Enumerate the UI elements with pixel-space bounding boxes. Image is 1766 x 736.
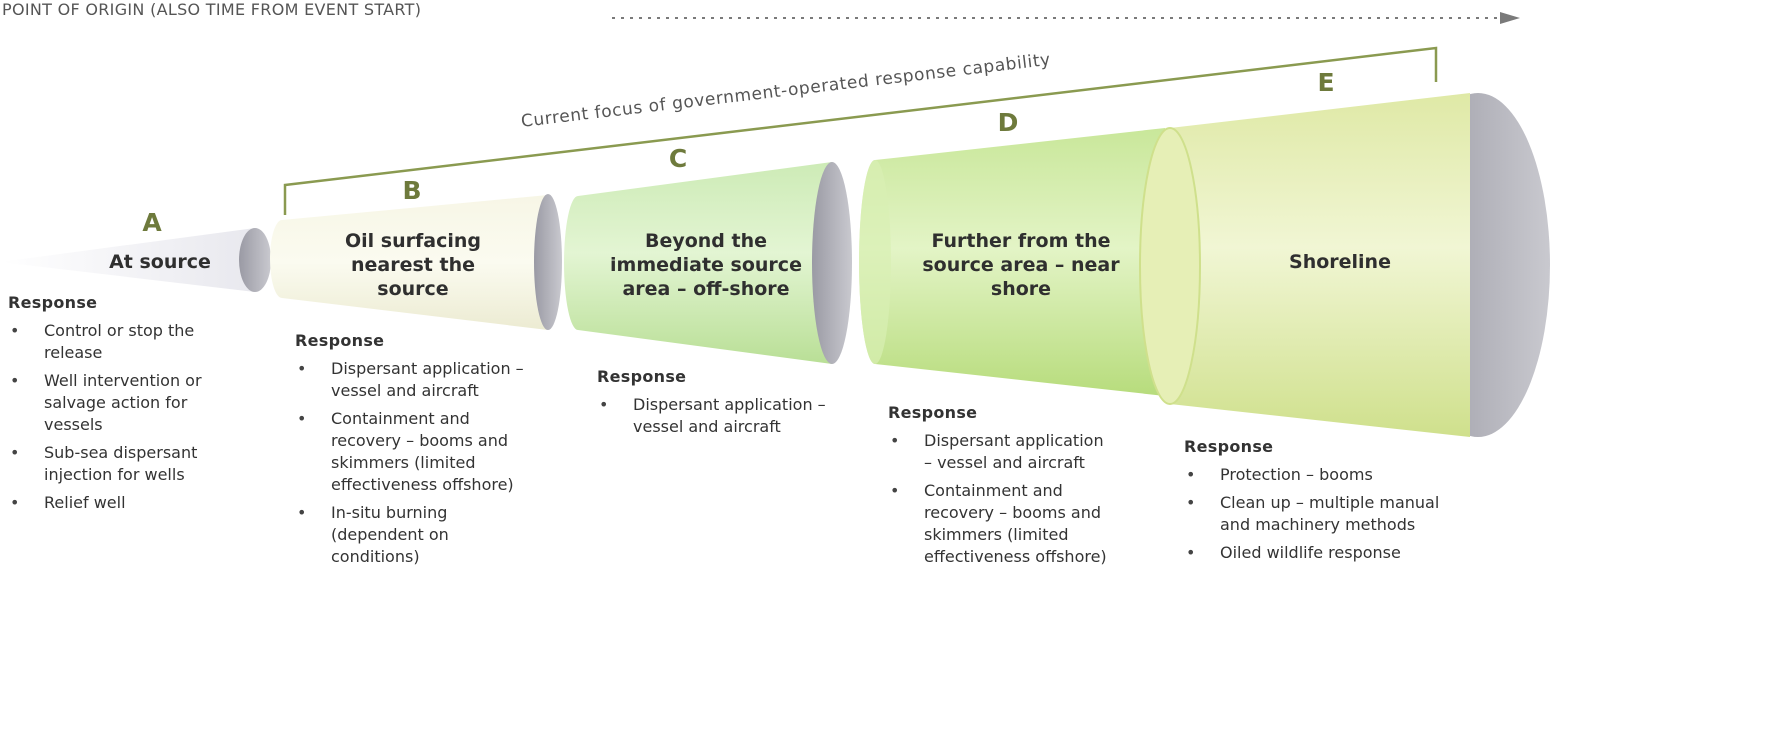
stage-e-left-rim	[1139, 127, 1201, 405]
response-item: Well intervention or salvage action for …	[8, 370, 246, 436]
stage-d-letter: D	[997, 108, 1019, 137]
stage-c-letter: C	[668, 144, 688, 173]
stage-c-cone	[564, 162, 832, 364]
origin-arrowhead	[1500, 12, 1520, 24]
stage-a-title: At source	[109, 251, 211, 273]
response-item: Protection – booms	[1184, 464, 1454, 486]
response-item: Dispersant application – vessel and airc…	[888, 430, 1108, 474]
stage-b-cone	[270, 195, 548, 330]
response-item: Dispersant application – vessel and airc…	[295, 358, 540, 402]
response-heading: Response	[295, 331, 385, 350]
response-heading: Response	[888, 403, 978, 422]
stage-d-title: Further from the source area – near shor…	[922, 230, 1120, 300]
response-heading: Response	[1184, 437, 1274, 456]
stage-c-title: Beyond the immediate source area – off-s…	[610, 230, 802, 300]
stage-e-cone	[1140, 93, 1470, 437]
response-item: Sub-sea dispersant injection for wells	[8, 442, 246, 486]
response-item: Containment and recovery – booms and ski…	[295, 408, 540, 496]
response-item: Control or stop the release	[8, 320, 246, 364]
stage-a-response: Response Control or stop the release Wel…	[8, 292, 246, 520]
stage-b-title: Oil surfacing nearest the source	[345, 230, 481, 300]
stage-d-cone	[859, 128, 1165, 396]
stage-d-response: Response Dispersant application – vessel…	[888, 402, 1108, 574]
stage-e-title: Shoreline	[1289, 251, 1391, 273]
response-item: Clean up – multiple manual and machinery…	[1184, 492, 1454, 536]
stage-a-cap	[239, 228, 271, 292]
stage-b-letter: B	[402, 176, 422, 205]
stage-a-cone	[0, 228, 255, 292]
stage-b-cap	[534, 194, 562, 330]
stage-a-letter: A	[142, 208, 162, 237]
response-heading: Response	[8, 293, 98, 312]
stage-c-response: Response Dispersant application – vessel…	[597, 366, 857, 444]
focus-bracket	[283, 46, 1438, 215]
response-item: Relief well	[8, 492, 246, 514]
stage-e-response: Response Protection – booms Clean up – m…	[1184, 436, 1454, 570]
stage-e-letter: E	[1317, 68, 1335, 97]
stage-b-response: Response Dispersant application – vessel…	[295, 330, 540, 574]
response-item: Oiled wildlife response	[1184, 542, 1454, 564]
response-item: Dispersant application – vessel and airc…	[597, 394, 857, 438]
response-item: In-situ burning (dependent on conditions…	[295, 502, 540, 568]
origin-label: POINT OF ORIGIN (ALSO TIME FROM EVENT ST…	[2, 0, 422, 19]
response-heading: Response	[597, 367, 687, 386]
stage-d-left-rim	[859, 160, 891, 364]
stage-c-cap	[812, 162, 852, 364]
response-item: Containment and recovery – booms and ski…	[888, 480, 1108, 568]
